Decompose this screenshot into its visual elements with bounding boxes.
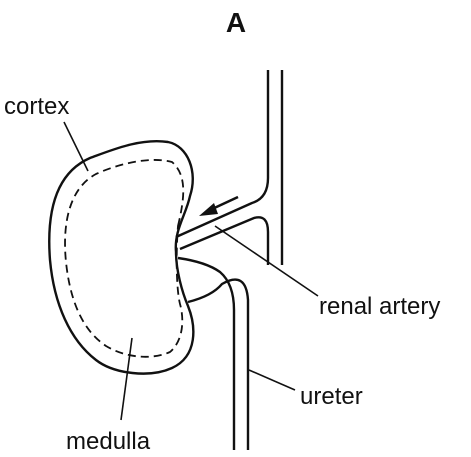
medulla-boundary: [65, 160, 183, 357]
ureter-label: ureter: [300, 383, 363, 410]
medulla-leader-line: [121, 338, 132, 420]
cortex-leader-line: [64, 122, 88, 171]
kidney-outline: [49, 141, 193, 373]
ureter-leader-line: [249, 370, 295, 390]
ureter-right-wall: [188, 280, 248, 450]
renal-artery-lower-wall: [180, 217, 268, 265]
ureter-left-wall: [178, 258, 234, 450]
blood-flow-arrowhead: [199, 203, 218, 216]
cortex-label: cortex: [4, 93, 69, 120]
aorta-left-wall: [176, 70, 268, 237]
medulla-label: medulla: [66, 428, 151, 455]
figure-label: A: [226, 7, 246, 38]
renal-artery-label: renal artery: [319, 293, 440, 320]
